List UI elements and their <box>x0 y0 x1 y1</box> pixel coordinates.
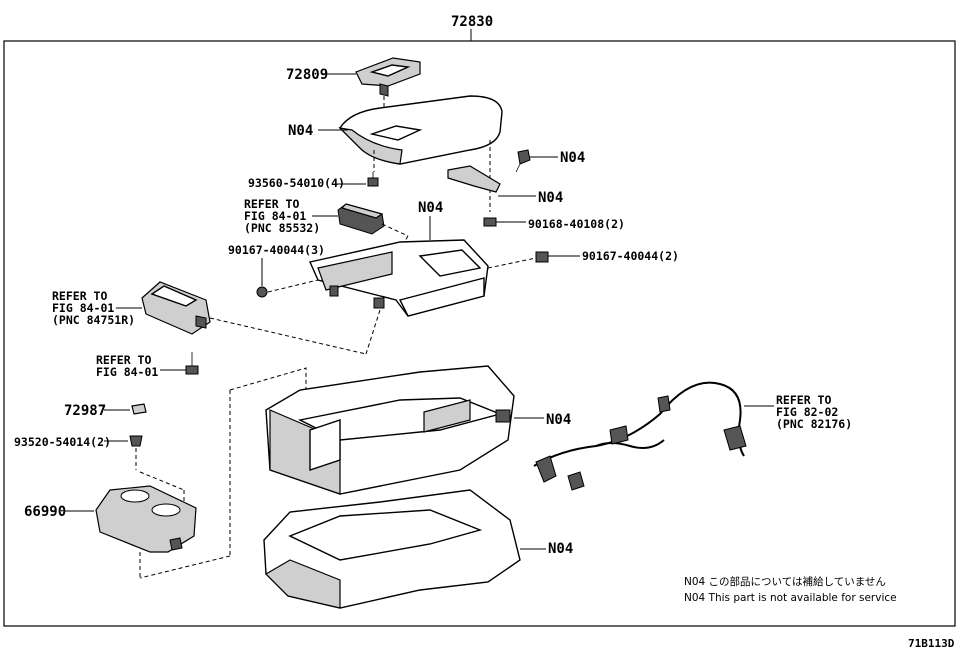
refer-84751-line3: (PNC 84751R) <box>52 313 135 327</box>
wire-harness <box>533 381 747 491</box>
refer-85532-line3: (PNC 85532) <box>244 221 320 235</box>
cup-holder-66990 <box>95 485 197 553</box>
note-jp: N04 この部品については補給していません <box>684 575 886 588</box>
refer-8401-line2: FIG 84-01 <box>96 365 158 379</box>
refer-8401-line1: REFER TO <box>96 353 151 367</box>
refer-82176-line2: FIG 82-02 <box>776 405 838 419</box>
label-66990: 66990 <box>24 504 66 520</box>
refer-84751-line2: FIG 84-01 <box>52 301 114 315</box>
label-90167a: 90167-40044(3) <box>228 243 325 257</box>
screw-90167-right <box>535 251 549 263</box>
cap-72987 <box>131 403 147 415</box>
note-en: N04 This part is not available for servi… <box>684 592 897 604</box>
lid-insert-72809 <box>355 57 421 97</box>
label-72809: 72809 <box>286 67 328 83</box>
armrest-lid <box>338 95 503 165</box>
power-outlet-part <box>337 203 385 235</box>
label-n04-lower: N04 <box>548 541 573 557</box>
label-72987: 72987 <box>64 403 106 419</box>
refer-84751-line1: REFER TO <box>52 289 107 303</box>
console-body <box>265 365 515 495</box>
clip-n04 <box>515 149 531 173</box>
hinge-bracket <box>447 165 501 193</box>
label-n04-lid: N04 <box>288 123 313 139</box>
refer-85532-line1: REFER TO <box>244 197 299 211</box>
diagram-frame <box>3 40 956 627</box>
refer-85532-line2: FIG 84-01 <box>244 209 306 223</box>
label-90167b: 90167-40044(2) <box>582 249 679 263</box>
console-lower-box <box>263 489 521 609</box>
screw-90167-left <box>256 286 268 298</box>
screw-93560 <box>367 172 379 187</box>
upper-tray <box>309 239 489 317</box>
label-93560: 93560-54010(4) <box>248 176 345 190</box>
screw-93520 <box>129 435 143 447</box>
refer-82176-line3: (PNC 82176) <box>776 417 852 431</box>
bolt-8401 <box>185 352 199 375</box>
figure-code: 71B113D <box>908 637 955 650</box>
label-n04-body: N04 <box>546 412 571 428</box>
label-n04-hinge: N04 <box>538 190 563 206</box>
screw-90168 <box>483 217 497 227</box>
label-93520: 93520-54014(2) <box>14 435 111 449</box>
switch-panel-part <box>141 281 211 335</box>
label-90168: 90168-40108(2) <box>528 217 625 231</box>
label-n04-clip: N04 <box>560 150 585 166</box>
label-n04-tray: N04 <box>418 200 443 216</box>
assembly-number: 72830 <box>451 14 493 30</box>
refer-82176-line1: REFER TO <box>776 393 831 407</box>
